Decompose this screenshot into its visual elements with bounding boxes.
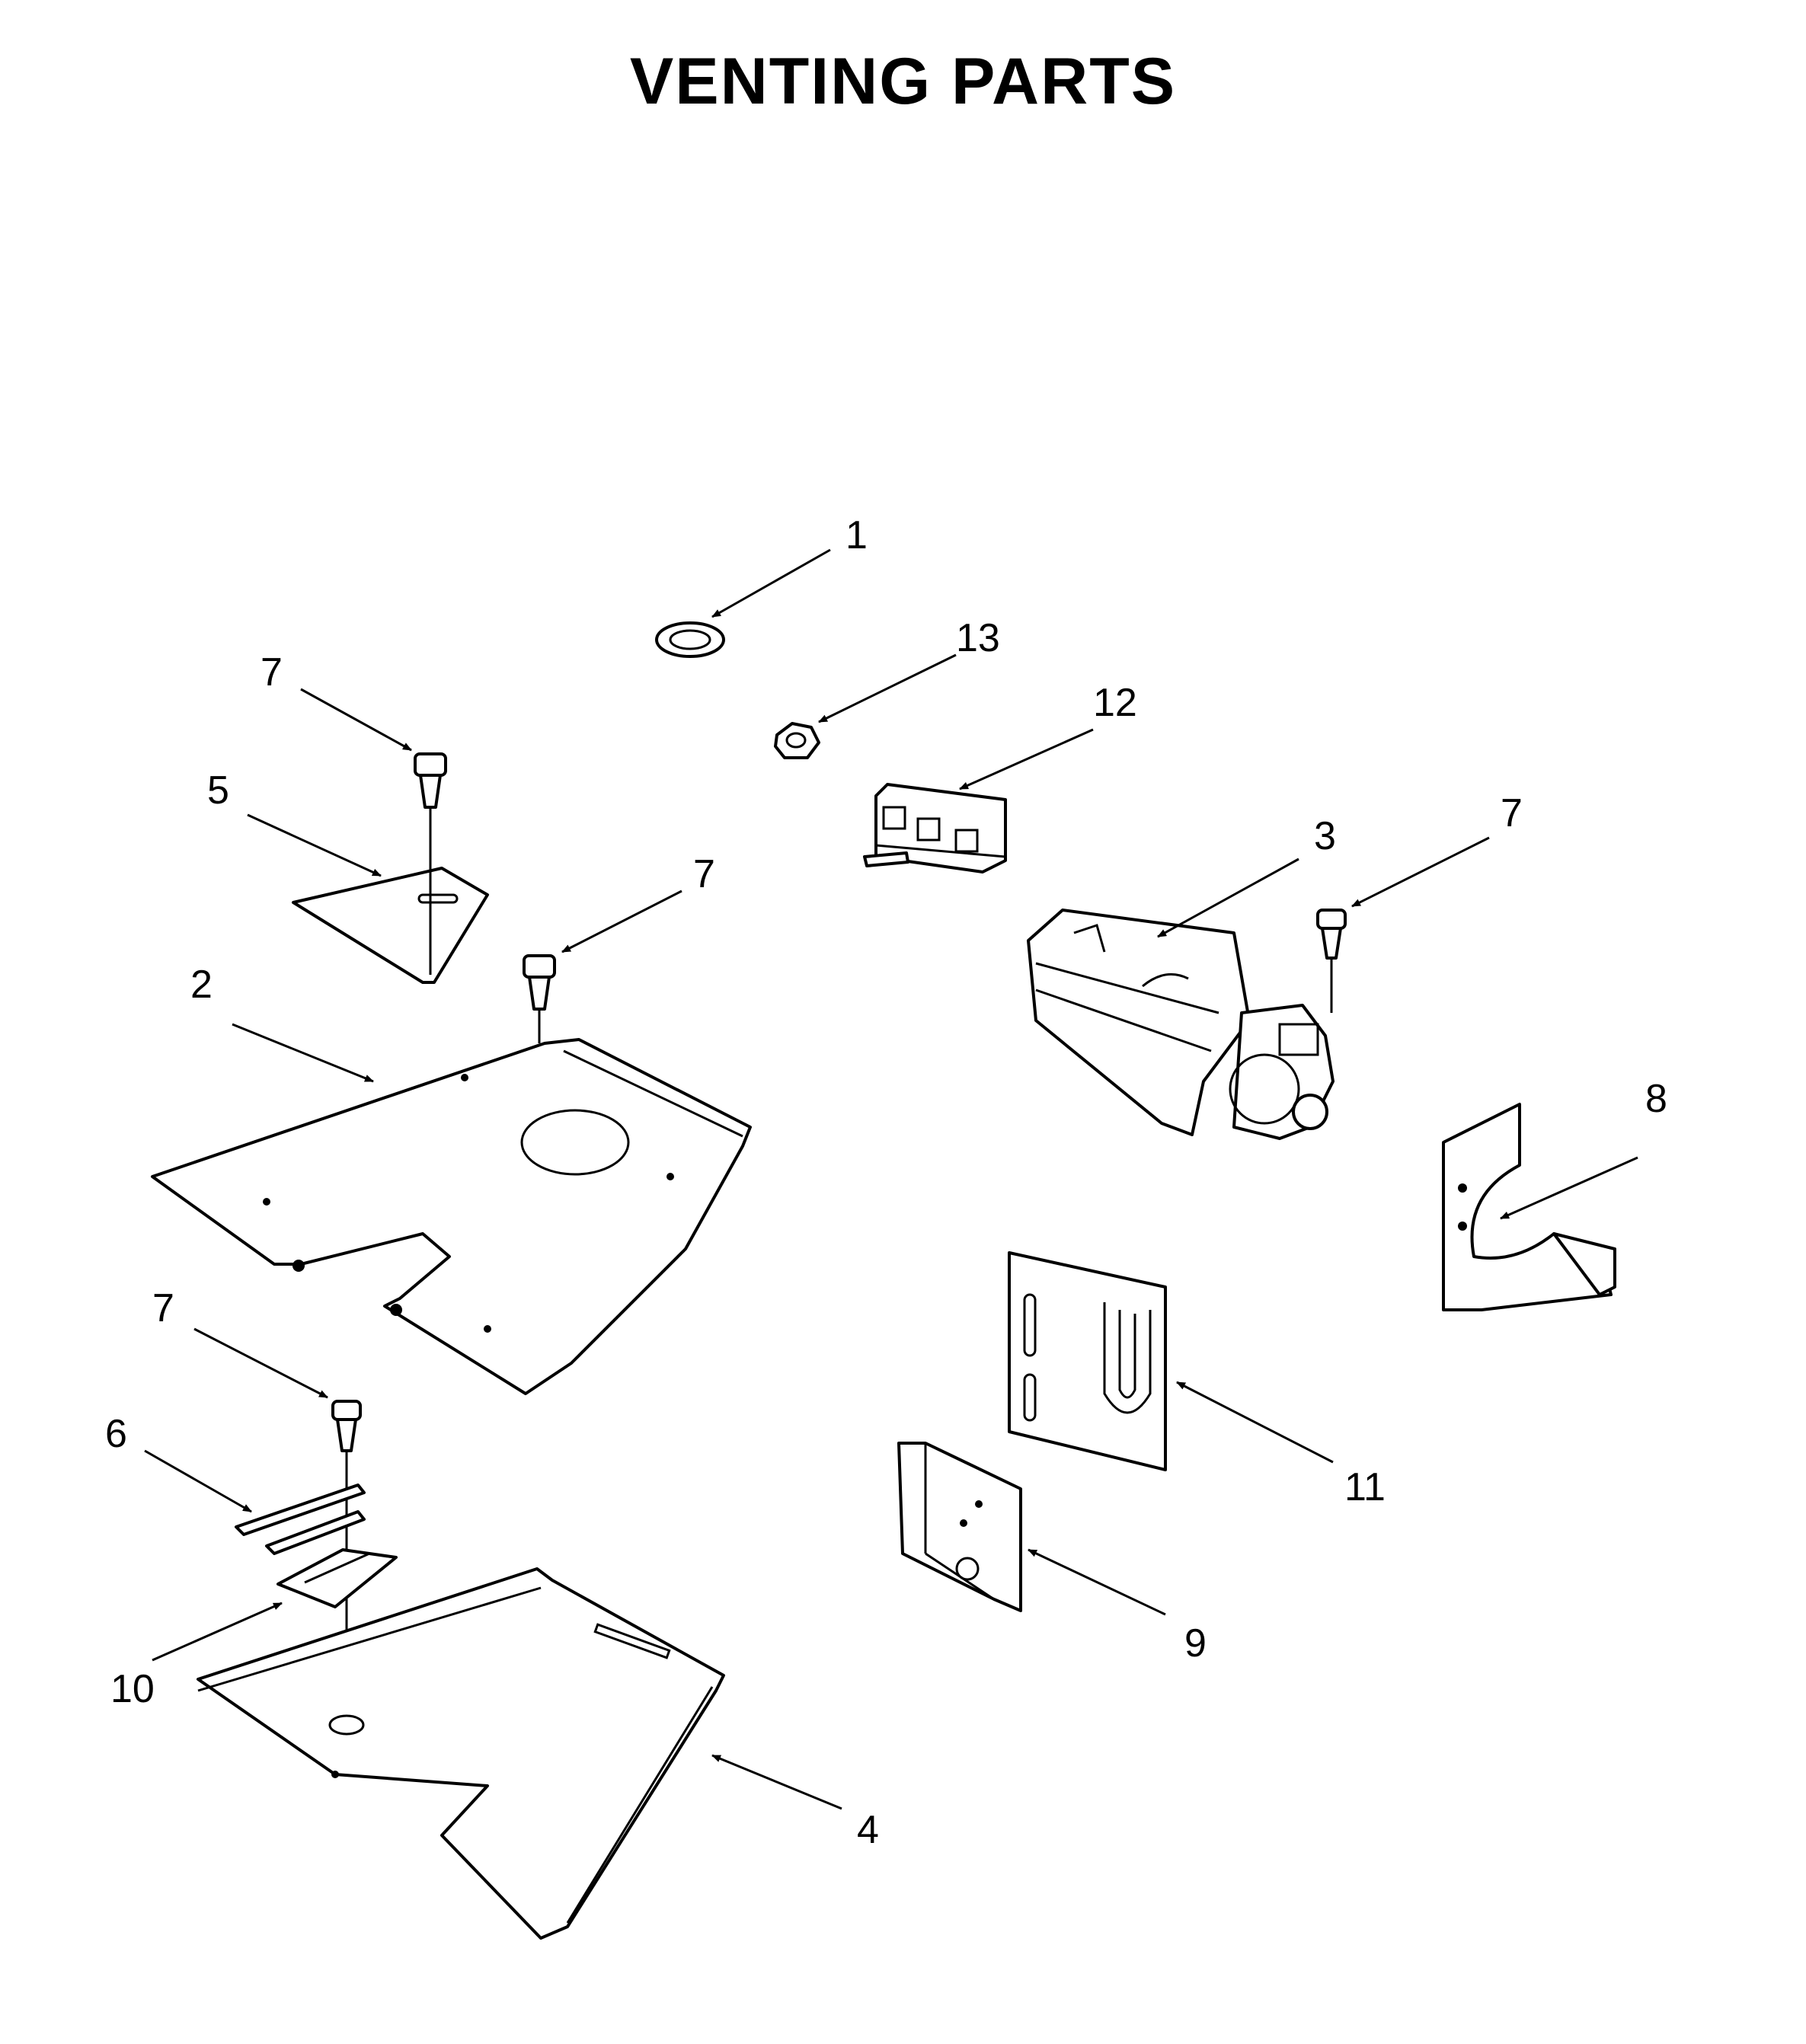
part-4-base-plate <box>197 1567 725 1940</box>
part-10-deflector <box>276 1548 398 1608</box>
part-11-slotted-plate <box>1008 1251 1167 1471</box>
callout-7-bottom-left: 7 <box>152 1286 174 1330</box>
part-5-bracket-plate <box>292 867 489 984</box>
callout-5: 5 <box>207 768 229 813</box>
callout-8: 8 <box>1645 1077 1667 1121</box>
callout-6: 6 <box>105 1412 127 1456</box>
part-8-arc-bracket <box>1442 1103 1616 1311</box>
callout-2: 2 <box>190 963 213 1007</box>
callout-3: 3 <box>1314 814 1336 858</box>
callout-11: 11 <box>1344 1465 1386 1509</box>
callout-7-right: 7 <box>1501 791 1523 835</box>
part-1-washer <box>655 621 725 658</box>
callout-labels: 1 13 12 3 7 7 5 7 2 8 11 9 7 6 10 4 <box>105 513 1667 1852</box>
callout-12: 12 <box>1093 681 1137 725</box>
callout-1: 1 <box>845 513 868 557</box>
part-9-junction-box <box>897 1442 1022 1612</box>
part-7-screw-a <box>414 752 447 975</box>
callout-7-top-left: 7 <box>261 650 283 695</box>
part-2-vent-panel <box>151 1038 752 1395</box>
part-6-strip <box>235 1483 366 1555</box>
callout-7-center: 7 <box>693 852 715 896</box>
leader-arrows <box>144 548 1638 1810</box>
part-7-screw-c <box>1316 909 1347 1013</box>
callout-4: 4 <box>857 1808 879 1852</box>
part-13-nut <box>774 722 820 759</box>
part-12-terminal-block <box>863 783 1007 873</box>
page-title: VENTING PARTS <box>629 45 1177 118</box>
part-7-screw-b <box>523 954 556 1043</box>
callout-10: 10 <box>110 1667 155 1711</box>
part-3-damper-motor-assembly <box>1027 909 1335 1140</box>
callout-9: 9 <box>1184 1621 1207 1666</box>
callout-13: 13 <box>956 616 1000 660</box>
